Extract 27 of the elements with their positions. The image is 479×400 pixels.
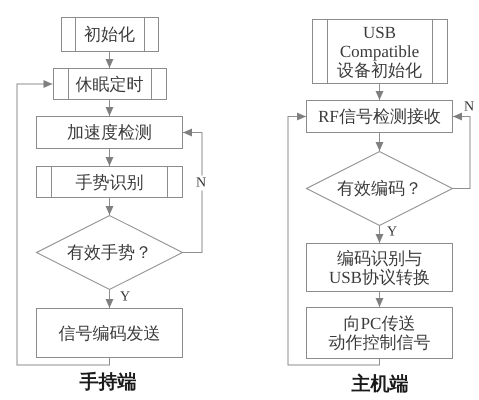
flowchart-caption: 主机端 — [352, 374, 408, 396]
edge-label: N — [194, 176, 208, 190]
process-box: 加速度检测 — [36, 116, 183, 149]
predefined-process-box: 休眠定时 — [52, 68, 166, 100]
process-box: 编码识别与USB协议转换 — [306, 243, 453, 292]
predefined-process-box: 初始化 — [60, 17, 158, 52]
arrow — [106, 198, 114, 216]
arrow — [106, 148, 114, 166]
arrow — [452, 112, 470, 189]
process-box: 向PC传送动作控制信号 — [306, 307, 453, 359]
predefined-process-box: USB Compatible 设备初始化 — [312, 19, 448, 84]
arrow — [376, 132, 384, 152]
flowchart-caption: 手持端 — [80, 372, 136, 394]
arrow — [106, 290, 114, 308]
arrow — [16, 80, 110, 366]
arrow — [288, 112, 380, 366]
decision-diamond: 有效编码？ — [306, 151, 453, 226]
process-box: 信号编码发送 — [36, 308, 183, 358]
arrow — [376, 84, 384, 100]
process-box: RF信号检测接收 — [306, 100, 453, 133]
arrow — [182, 128, 202, 253]
arrow — [106, 100, 114, 116]
predefined-process-box: 手势识别 — [36, 166, 183, 198]
arrow — [106, 52, 114, 68]
decision-diamond: 有效手势？ — [36, 215, 183, 290]
arrow — [376, 292, 384, 308]
arrow — [376, 226, 384, 244]
